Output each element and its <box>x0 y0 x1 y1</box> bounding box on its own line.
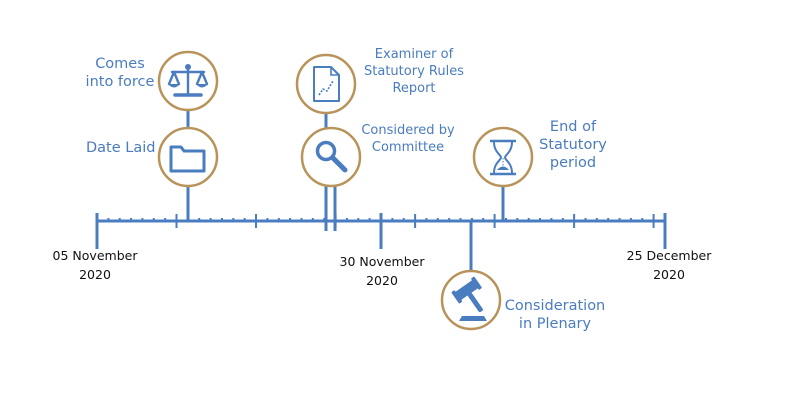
date-start-line1: 05 November <box>52 248 138 263</box>
comes-into-force-label: Comes into force <box>80 55 160 91</box>
date-mid: 30 November 2020 <box>326 252 438 290</box>
date-mid-line2: 2020 <box>366 273 398 288</box>
end-statutory-line2: Statutory <box>539 137 607 153</box>
date-end-line1: 25 December <box>626 248 712 263</box>
comes-into-force-line2: into force <box>85 74 155 90</box>
timeline-axis <box>95 213 667 249</box>
comes-into-force-line1: Comes <box>95 56 145 72</box>
folder-icon <box>157 126 219 188</box>
gavel-icon <box>440 269 502 331</box>
plenary-line1: Consideration <box>504 298 606 314</box>
plenary-label: Consideration in Plenary <box>502 297 608 333</box>
examiner-report-line2: Statutory Rules <box>364 64 464 79</box>
end-statutory-line3: period <box>549 155 597 171</box>
magnifier-icon <box>300 126 362 188</box>
examiner-report-line3: Report <box>392 81 436 96</box>
plenary-line2: in Plenary <box>518 316 592 332</box>
date-end: 25 December 2020 <box>613 246 725 284</box>
date-laid-label: Date Laid <box>86 140 156 156</box>
end-statutory-label: End of Statutory period <box>536 118 610 172</box>
end-statutory-line1: End of <box>549 119 597 135</box>
examiner-report-line1: Examiner of <box>374 47 454 62</box>
timeline-ticks <box>95 213 667 249</box>
date-start: 05 November 2020 <box>40 246 150 284</box>
scales-icon <box>157 50 219 112</box>
date-mid-line1: 30 November <box>339 254 425 269</box>
considered-committee-label: Considered by Committee <box>358 122 458 156</box>
considered-committee-line1: Considered by <box>361 123 455 138</box>
report-document-icon <box>295 53 357 115</box>
considered-committee-line2: Committee <box>371 140 445 155</box>
examiner-report-label: Examiner of Statutory Rules Report <box>358 46 470 97</box>
date-start-line2: 2020 <box>79 267 111 282</box>
hourglass-icon <box>472 126 534 188</box>
date-end-line2: 2020 <box>653 267 685 282</box>
